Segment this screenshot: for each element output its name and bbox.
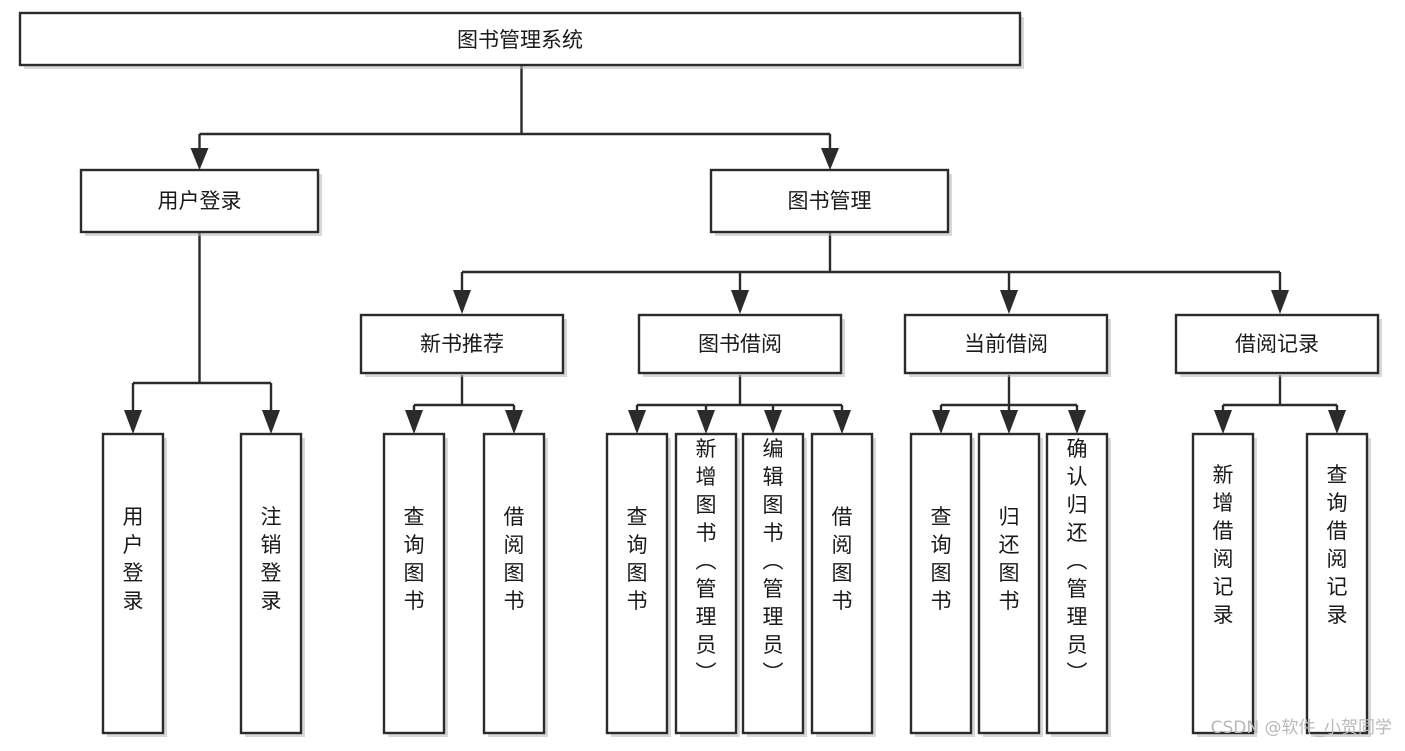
leaf-label: 查询图书 xyxy=(627,505,648,613)
node-book-manage[interactable]: 图书管理 xyxy=(709,168,952,236)
leaf-user-logout[interactable]: 注销登录 xyxy=(239,432,305,737)
leaf-query-book-2[interactable]: 查询图书 xyxy=(605,432,671,737)
leaf-box xyxy=(1305,432,1369,735)
node-borrow-record[interactable]: 借阅记录 xyxy=(1174,313,1382,377)
leaf-query-record[interactable]: 查询借阅记录 xyxy=(1305,432,1371,737)
node-book-borrow[interactable]: 图书借阅 xyxy=(637,313,845,377)
leaf-confirm-return[interactable]: 确认归还︵管理员︶ xyxy=(1045,432,1111,737)
arrow-cb-leaf-1 xyxy=(932,410,950,434)
watermark: CSDN @软件_小贺同学 xyxy=(1211,718,1392,738)
new-book-recommend-label: 新书推荐 xyxy=(420,332,504,356)
leaf-box xyxy=(101,432,165,735)
arrow-user-login-leaf-1 xyxy=(124,410,142,434)
leaf-box xyxy=(741,432,805,735)
arrow-bm-to-new-book-recommend xyxy=(453,290,471,314)
leaf-label: 新增借阅记录 xyxy=(1213,463,1234,627)
leaf-box xyxy=(810,432,874,735)
user-login-label: 用户登录 xyxy=(158,189,242,213)
leaf-query-book-3[interactable]: 查询图书 xyxy=(909,432,975,737)
node-current-borrow[interactable]: 当前借阅 xyxy=(903,313,1111,377)
book-borrow-label: 图书借阅 xyxy=(698,332,782,356)
bb-box xyxy=(637,313,843,375)
book-manage-label: 图书管理 xyxy=(788,189,872,213)
leaf-label: 归还图书 xyxy=(999,505,1020,613)
arrow-root-to-book-manage xyxy=(821,148,839,170)
leaf-label: 新增图书︵管理员︶ xyxy=(696,437,717,685)
arrow-user-login-leaf-2 xyxy=(262,410,280,434)
borrow-record-label: 借阅记录 xyxy=(1235,332,1319,356)
connector-layer xyxy=(124,66,1346,434)
leaf-label: 确认归还︵管理员︶ xyxy=(1067,437,1088,685)
leaf-label: 注销登录 xyxy=(261,505,282,613)
leaf-user-login[interactable]: 用户登录 xyxy=(101,432,167,737)
arrow-br-leaf-1 xyxy=(1214,410,1232,434)
leaf-label: 借阅图书 xyxy=(832,505,853,613)
arrow-root-to-user-login xyxy=(190,148,209,170)
arrow-bb-leaf-4 xyxy=(833,410,851,434)
br-box xyxy=(1174,313,1380,375)
leaf-edit-book[interactable]: 编辑图书︵管理员︶ xyxy=(741,432,807,737)
leaf-return-book[interactable]: 归还图书 xyxy=(977,432,1043,737)
book-manage-box xyxy=(709,168,950,234)
node-user-login[interactable]: 用户登录 xyxy=(79,168,322,236)
leaf-box xyxy=(674,432,738,735)
arrow-bm-to-current-borrow xyxy=(1000,290,1018,314)
arrow-br-leaf-2 xyxy=(1328,410,1346,434)
leaf-label: 编辑图书︵管理员︶ xyxy=(763,437,784,685)
arrow-cb-leaf-3 xyxy=(1068,410,1086,434)
leaf-borrow-book-2[interactable]: 借阅图书 xyxy=(810,432,876,737)
arrow-nbr-leaf-1 xyxy=(405,410,423,434)
arrow-bm-to-borrow-record xyxy=(1271,290,1289,314)
leaf-box xyxy=(482,432,546,735)
leaf-label: 借阅图书 xyxy=(504,505,525,613)
leaf-box xyxy=(239,432,303,735)
leaf-query-book-1[interactable]: 查询图书 xyxy=(382,432,448,737)
arrow-bm-to-book-borrow xyxy=(731,290,749,314)
arrow-bb-leaf-1 xyxy=(628,410,646,434)
arrow-cb-leaf-2 xyxy=(1000,410,1018,434)
user-login-box xyxy=(79,168,320,234)
leaf-box xyxy=(605,432,669,735)
node-root[interactable]: 图书管理系统 xyxy=(18,11,1024,69)
leaf-borrow-book-1[interactable]: 借阅图书 xyxy=(482,432,548,737)
leaf-box xyxy=(909,432,973,735)
arrow-bb-leaf-2 xyxy=(697,410,715,434)
leaf-label: 用户登录 xyxy=(123,505,144,613)
nbr-box xyxy=(359,313,565,375)
leaf-box xyxy=(382,432,446,735)
cb-box xyxy=(903,313,1109,375)
root-box xyxy=(18,11,1022,67)
node-new-book-recommend[interactable]: 新书推荐 xyxy=(359,313,567,377)
arrow-nbr-leaf-2 xyxy=(505,410,523,434)
leaf-box xyxy=(977,432,1041,735)
leaf-label: 查询图书 xyxy=(404,505,425,613)
leaf-label: 查询图书 xyxy=(931,505,952,613)
current-borrow-label: 当前借阅 xyxy=(964,332,1048,356)
leaf-box xyxy=(1045,432,1109,735)
leaf-label: 查询借阅记录 xyxy=(1327,463,1348,627)
root-label: 图书管理系统 xyxy=(457,28,583,52)
arrow-bb-leaf-3 xyxy=(764,410,782,434)
leaf-add-book[interactable]: 新增图书︵管理员︶ xyxy=(674,432,740,737)
leaf-box xyxy=(1191,432,1255,735)
leaf-add-record[interactable]: 新增借阅记录 xyxy=(1191,432,1257,737)
